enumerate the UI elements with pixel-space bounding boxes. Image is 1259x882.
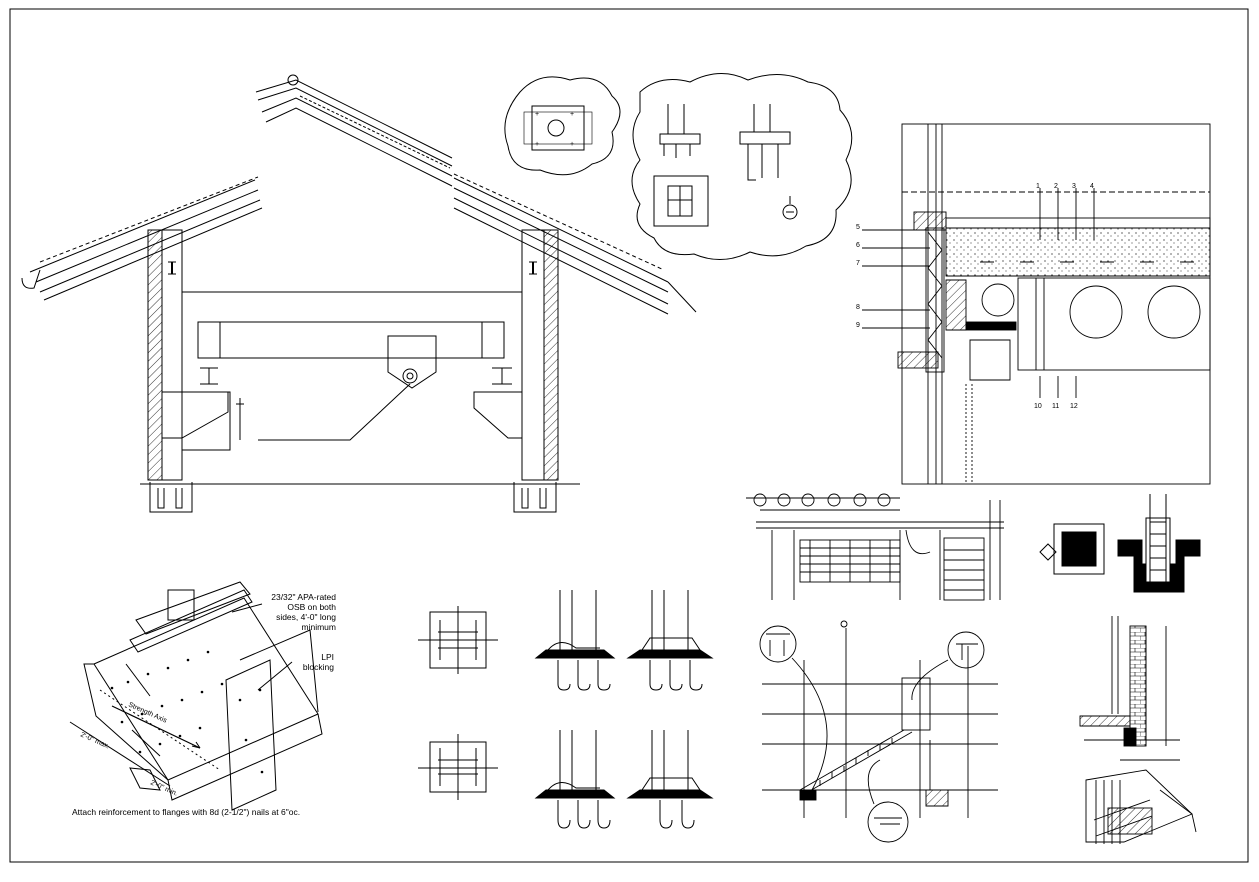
svg-text:+: + [570,141,574,148]
cloud-left: + + + + [504,76,621,176]
osb-note-line4: minimum [302,622,336,632]
callout-2: 2 [1054,183,1058,190]
callout-5: 5 [856,224,860,231]
cloud-right [631,73,853,260]
base-plate-plans [418,606,498,800]
callout-3: 3 [1072,183,1076,190]
osb-note-line1: 23/32" APA-rated [271,592,336,602]
svg-text:+: + [535,141,539,148]
callout-12: 12 [1070,403,1078,410]
callout-11: 11 [1052,403,1059,410]
wall-section-callouts: 1 2 3 4 5 6 7 8 9 10 11 12 [856,183,1094,410]
stair-elevation [759,620,998,843]
anchor-bolt-details [534,590,714,829]
nail-pattern [110,650,264,774]
callout-6: 6 [856,242,860,249]
callout-4: 4 [1090,183,1094,190]
lpi-note-line2: blocking [303,662,334,672]
sheet-border [9,8,1249,863]
nailing-caption: Attach reinforcement to flanges with 8d … [72,807,300,817]
svg-text:+: + [535,111,539,118]
callout-8: 8 [856,304,860,311]
callout-1: 1 [1036,183,1040,190]
callout-10: 10 [1034,403,1042,410]
wall-base-detail [1079,616,1197,844]
wall-floor-section [862,123,1211,485]
callout-9: 9 [856,322,860,329]
stair-mezzanine-detail [746,493,1004,601]
beam-reinforcement-iso [69,581,323,811]
beam-reinforcement-labels: 23/32" APA-rated OSB on both sides, 4'-0… [72,592,336,817]
dim-max-label: 2'-0" max. [79,731,110,750]
footing-detail [1039,494,1201,593]
svg-text:+: + [570,111,574,118]
lpi-note-line1: LPI [321,652,334,662]
callout-7: 7 [856,260,860,267]
roof-frame-section [21,74,697,513]
osb-note-line3: sides, 4'-0" long [276,612,336,622]
osb-note-line2: OSB on both [287,602,336,612]
